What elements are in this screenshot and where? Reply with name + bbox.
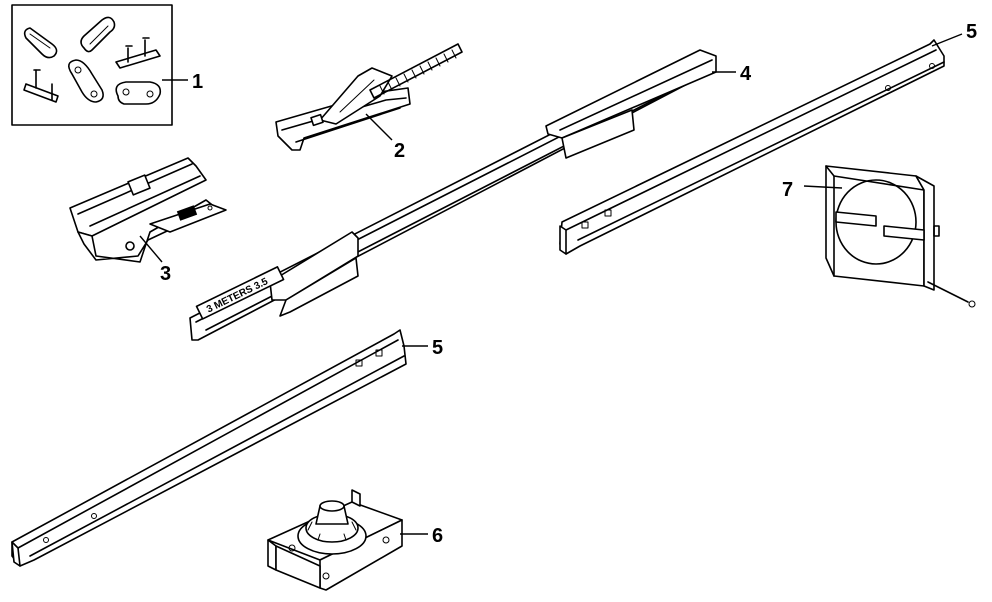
part-5-rail-mid: 5: [11, 329, 443, 567]
callout-7: 7: [782, 179, 793, 201]
side-plate-icon: [68, 59, 104, 103]
callout-6: 6: [432, 525, 443, 547]
callout-4: 4: [740, 63, 752, 85]
part-1-frame: [11, 4, 173, 126]
callout-5-top: 5: [966, 21, 977, 43]
pin-plate-icon: [115, 37, 161, 69]
threaded-shaft-icon: [369, 43, 463, 99]
callout-5-mid: 5: [432, 337, 443, 359]
part-4-rail-center: 3 METERS 3.5 4: [189, 49, 752, 341]
pin-plate-icon: [23, 69, 59, 103]
master-link-icon: [23, 27, 58, 59]
part-6-sprocket-bracket: 6: [267, 489, 443, 591]
callout-1: 1: [192, 71, 203, 93]
sprocket-icon: [297, 500, 367, 555]
callout-3: 3: [160, 263, 171, 285]
master-link-icon: [80, 16, 116, 53]
side-plate-icon: [115, 81, 162, 105]
part-3-trolley-carriage: 3: [69, 157, 227, 285]
part-2-trolley-shaft: 2: [275, 43, 463, 162]
part-1-chain-link-kit: 1: [11, 4, 203, 126]
part-5-rail-top: 5: [559, 21, 977, 255]
part-7-sensor-plate: 7: [782, 165, 976, 308]
callout-2: 2: [394, 140, 405, 162]
